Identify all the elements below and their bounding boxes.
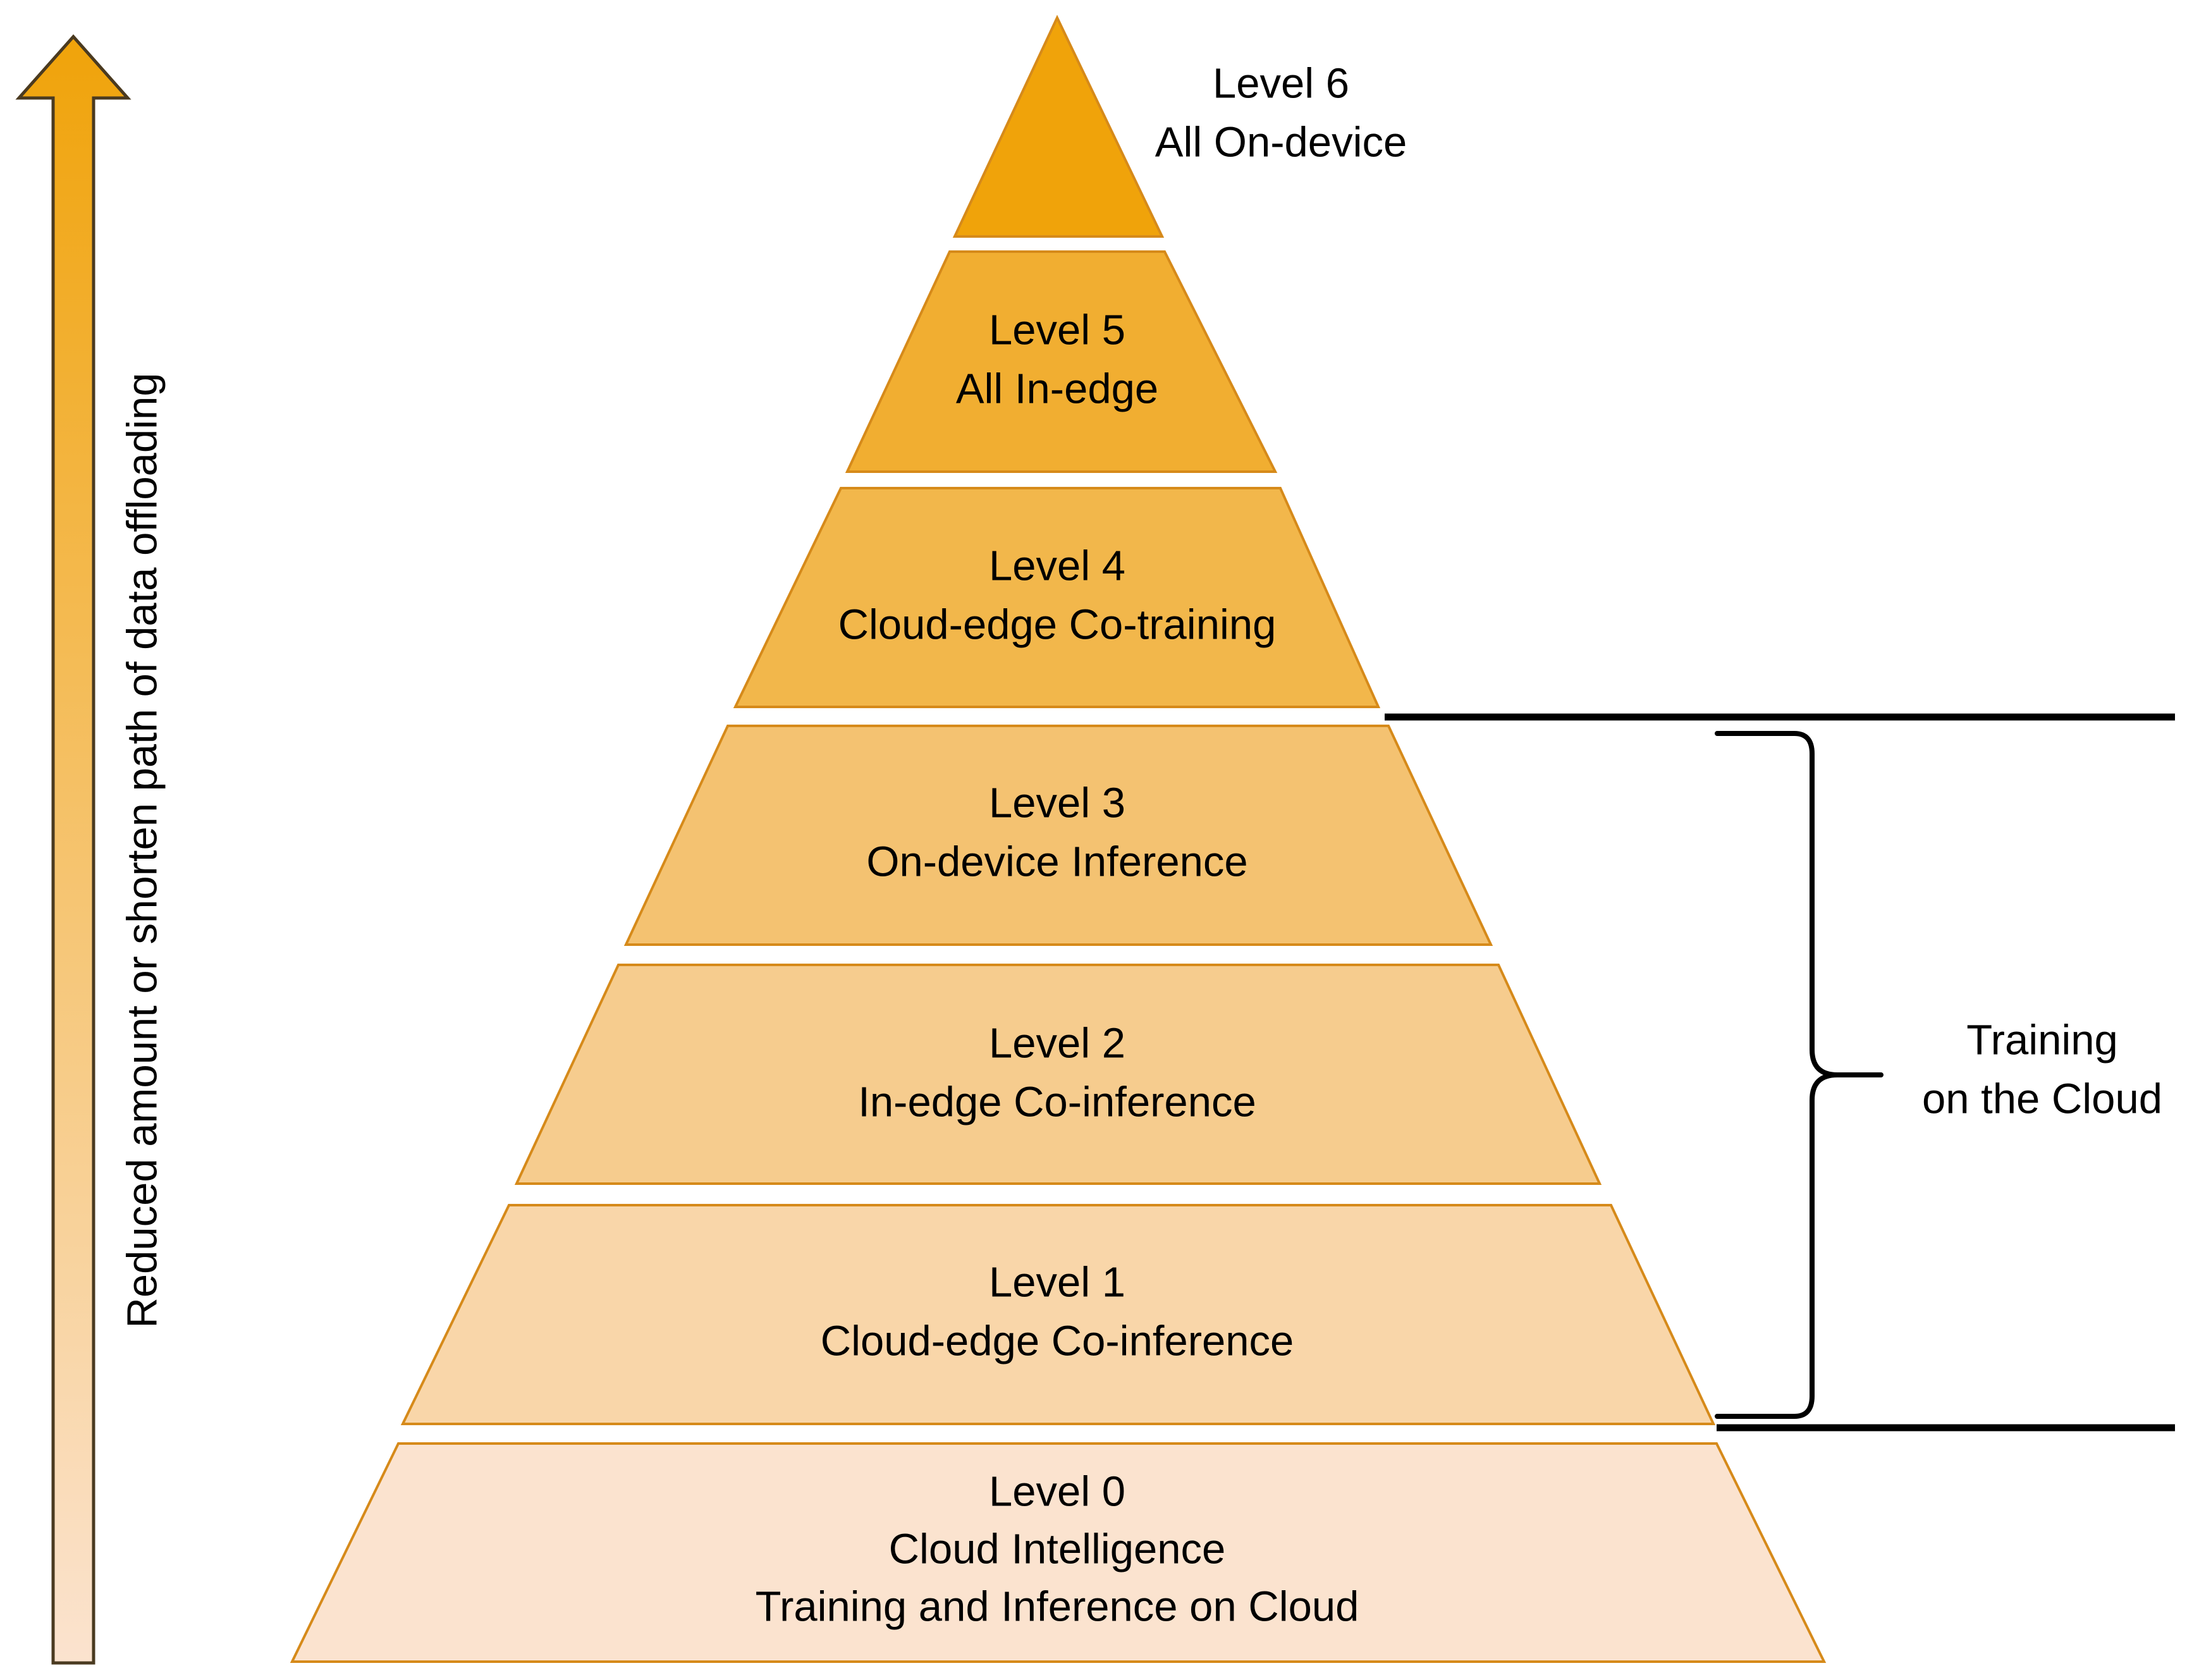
- level-3-desc: On-device Inference: [866, 838, 1247, 886]
- pyramid-level-0: Level 0 Cloud Intelligence Training and …: [290, 1442, 1827, 1663]
- pyramid-level-4: Level 4 Cloud-edge Co-training: [733, 487, 1381, 708]
- pyramid-level-2: Level 2 In-edge Co-inference: [514, 964, 1602, 1185]
- level-5-desc: All In-edge: [956, 365, 1158, 413]
- level-4-title: Level 4: [989, 543, 1125, 590]
- pyramid: Level 6 All On-device Level 5 All In-edg…: [290, 15, 1827, 1663]
- level-0-title: Level 0: [989, 1468, 1125, 1516]
- level-4-desc: Cloud-edge Co-training: [838, 601, 1277, 649]
- level-1-title: Level 1: [989, 1259, 1125, 1306]
- level-0-desc-line1: Cloud Intelligence: [889, 1526, 1226, 1573]
- pyramid-level-1: Level 1 Cloud-edge Co-inference: [400, 1204, 1716, 1425]
- bracket-label-line2: on the Cloud: [1922, 1076, 2162, 1123]
- pyramid-level-6: Level 6 All On-device: [952, 15, 1407, 238]
- level-6-title: Level 6: [1213, 60, 1349, 107]
- pyramid-level-3: Level 3 On-device Inference: [623, 725, 1493, 946]
- up-arrow-icon: [15, 34, 132, 1665]
- level-5-title: Level 5: [989, 307, 1125, 354]
- level-1-desc: Cloud-edge Co-inference: [821, 1318, 1294, 1365]
- pyramid-level-5: Level 5 All In-edge: [845, 250, 1278, 473]
- level-0-desc-line2: Training and Inference on Cloud: [756, 1583, 1359, 1631]
- bracket-label-line1: Training: [1966, 1017, 2118, 1064]
- level-3-title: Level 3: [989, 780, 1125, 827]
- axis-label: Reduced amount or shorten path of data o…: [119, 372, 166, 1328]
- offloading-axis: Reduced amount or shorten path of data o…: [15, 34, 166, 1665]
- curly-brace: [1715, 731, 1884, 1419]
- level-2-title: Level 2: [989, 1020, 1125, 1067]
- level-2-desc: In-edge Co-inference: [858, 1079, 1256, 1126]
- level-6-desc: All On-device: [1155, 119, 1407, 166]
